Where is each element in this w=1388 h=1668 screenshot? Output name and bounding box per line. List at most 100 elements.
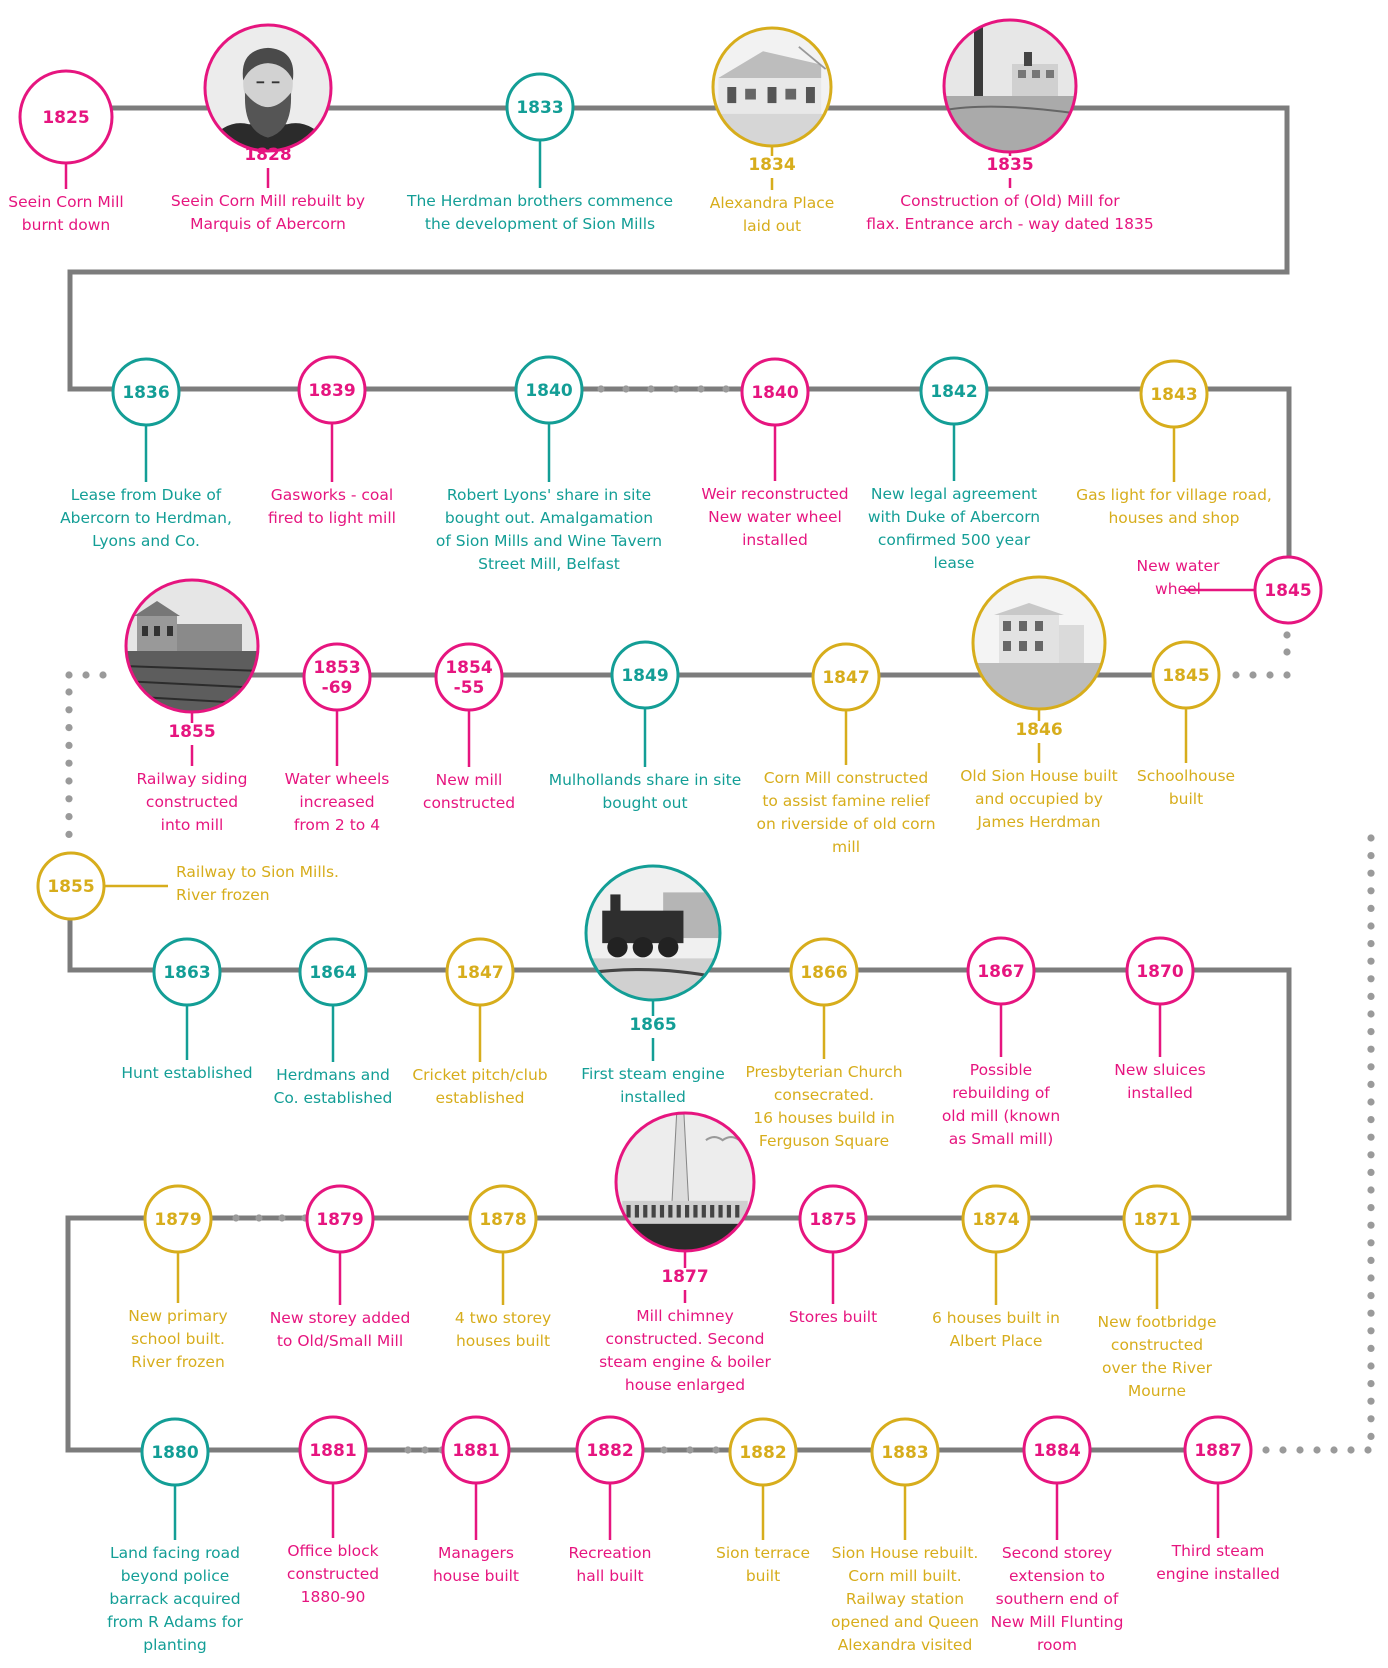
photo-frame <box>124 578 260 714</box>
dotted-connector <box>622 385 630 393</box>
dotted-connector <box>697 385 705 393</box>
dotted-connector <box>1367 1309 1375 1317</box>
year-circle <box>514 355 584 425</box>
event-description: Stores built <box>789 1308 877 1326</box>
year-circle <box>140 1417 210 1487</box>
year-circle <box>305 1184 375 1254</box>
dotted-connector <box>1367 1397 1375 1405</box>
dotted-connector <box>99 671 107 679</box>
year-circle <box>111 357 181 427</box>
event-year: 1879 <box>154 1210 201 1230</box>
year-circle <box>505 72 575 142</box>
dotted-connector <box>1367 1415 1375 1423</box>
event-year: 1835 <box>986 155 1033 175</box>
event-year: 1849 <box>621 666 668 686</box>
year-circle <box>297 355 367 425</box>
event-year: 1845 <box>1162 666 1209 686</box>
dotted-connector <box>1367 940 1375 948</box>
year-circle <box>798 1184 868 1254</box>
event-year: 1839 <box>308 381 355 401</box>
dotted-connector <box>1367 1045 1375 1053</box>
dotted-connector <box>255 1214 263 1222</box>
event-year: 1880 <box>151 1443 198 1463</box>
year-circle <box>575 1415 645 1485</box>
dotted-connector <box>65 795 73 803</box>
event-year: 1833 <box>516 98 563 118</box>
year-circle <box>152 937 222 1007</box>
event-year: 1877 <box>661 1267 708 1287</box>
event-year: 1840 <box>751 383 798 403</box>
dotted-connector <box>82 671 90 679</box>
dotted-connector <box>1347 1446 1355 1454</box>
photo-frame <box>203 23 333 153</box>
event-year: 1881 <box>309 1441 356 1461</box>
dotted-connector <box>597 385 605 393</box>
dotted-connector <box>1367 1256 1375 1264</box>
event-year: 1845 <box>1264 581 1311 601</box>
dotted-connector <box>278 1214 286 1222</box>
dotted-connector <box>1367 1239 1375 1247</box>
event-year: 1879 <box>316 1210 363 1230</box>
event-year: 1875 <box>809 1210 856 1230</box>
dotted-connector <box>1279 1446 1287 1454</box>
event-year: 1870 <box>1136 962 1183 982</box>
event-year: 1874 <box>972 1210 1019 1230</box>
photo-frame <box>971 575 1107 711</box>
dotted-connector <box>1367 1116 1375 1124</box>
event-year: 1878 <box>479 1210 526 1230</box>
chimney-photo <box>616 1113 754 1251</box>
dotted-connector <box>1367 1080 1375 1088</box>
year-circle <box>18 69 114 165</box>
dotted-connector <box>1367 1063 1375 1071</box>
year-circle <box>441 1415 511 1485</box>
event-year: 1834 <box>748 155 795 175</box>
dotted-connector <box>1367 1028 1375 1036</box>
dotted-connector <box>1367 1380 1375 1388</box>
year-circle <box>1022 1415 1092 1485</box>
dotted-connector <box>1367 904 1375 913</box>
event-year: 1825 <box>42 108 89 128</box>
year-circle <box>740 357 810 427</box>
dotted-connector <box>1367 1168 1375 1176</box>
dotted-connector <box>1367 922 1375 930</box>
year-circle <box>811 642 881 712</box>
event-year: 1842 <box>930 382 977 402</box>
year-circle <box>1183 1415 1253 1485</box>
dotted-connector <box>712 1446 720 1454</box>
year-circle <box>1253 555 1323 625</box>
dotted-connector <box>1283 631 1291 639</box>
year-circle <box>1139 359 1209 429</box>
